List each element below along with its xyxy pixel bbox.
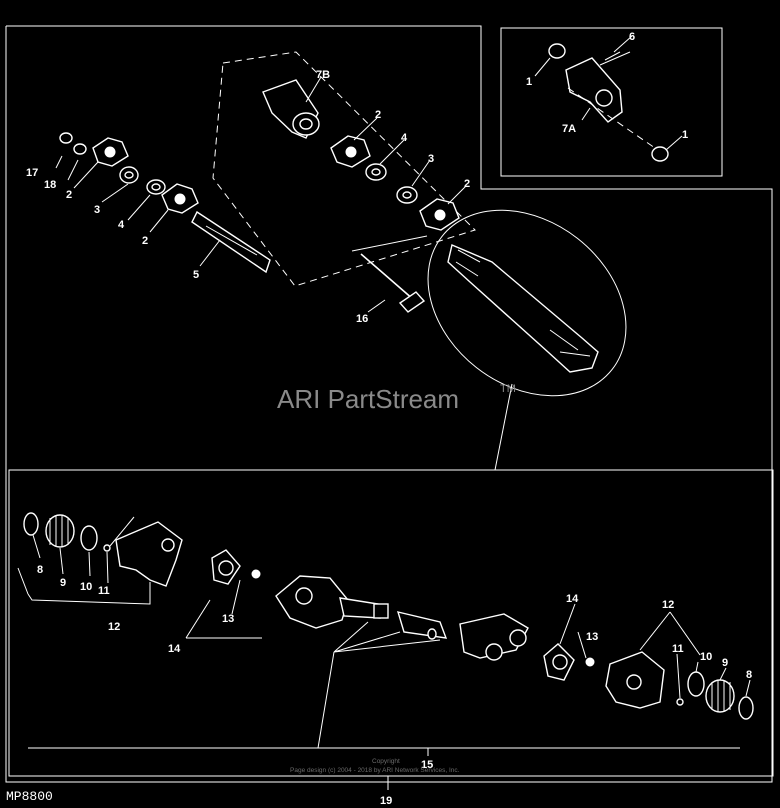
- bearing-stack-center: [262, 79, 460, 231]
- callout-2-lower: 2: [142, 235, 148, 247]
- callout-3-center: 3: [428, 153, 434, 165]
- callout-4-center: 4: [401, 132, 408, 144]
- copyright-notice: Page design (c) 2004 - 2018 by ARI Netwo…: [290, 767, 460, 774]
- callout-6: 6: [629, 31, 635, 43]
- bearing-stack-left: [59, 132, 271, 274]
- callout-7a: 7A: [562, 123, 576, 135]
- u-joint-left: [185, 549, 262, 639]
- callout-5: 5: [193, 269, 199, 281]
- watermark: ARI PartStream TM: [277, 383, 516, 414]
- callout-2-center: 2: [375, 109, 381, 121]
- callout-11-left: 11: [98, 585, 110, 597]
- callout-1-inset-right: 1: [682, 129, 688, 141]
- callout-13-left: 13: [222, 613, 234, 625]
- bolt-16: [351, 235, 428, 313]
- callout-13-right: 13: [586, 631, 598, 643]
- callout-7b: 7B: [316, 69, 330, 81]
- callout-3-left: 3: [94, 204, 100, 216]
- copyright-label: Copyright: [372, 758, 400, 765]
- callout-9-right: 9: [722, 657, 728, 669]
- callout-9-left: 9: [60, 577, 66, 589]
- callout-8-right: 8: [746, 669, 752, 681]
- bottom-left-yoke-group: [17, 512, 183, 605]
- callout-4-left: 4: [118, 219, 125, 231]
- callout-2-left: 2: [66, 189, 72, 201]
- callout-16: 16: [356, 313, 368, 325]
- shaft-detail-ellipse: [427, 209, 627, 471]
- callout-1-inset-left: 1: [526, 76, 532, 88]
- bottom-right-yoke-group: [543, 611, 754, 720]
- watermark-brand: ARI PartStream: [277, 384, 459, 414]
- callout-19: 19: [380, 795, 392, 807]
- diagram-code: MP8800: [6, 789, 53, 804]
- callout-10-right: 10: [700, 651, 712, 663]
- callout-labels: 1 1 6 7A 7B 2 4 3 2 17 18 2 3 4 2 5 16 8…: [26, 31, 752, 807]
- callout-10-left: 10: [80, 581, 92, 593]
- callout-leaders: [28, 35, 751, 790]
- callout-11-right: 11: [672, 643, 684, 655]
- callout-2-right: 2: [464, 178, 470, 190]
- callout-8-left: 8: [37, 564, 43, 576]
- callout-14-right: 14: [566, 593, 579, 605]
- callout-12-left: 12: [108, 621, 120, 633]
- callout-12-right: 12: [662, 599, 674, 611]
- telescoping-shaft: [275, 575, 529, 749]
- callout-14-left: 14: [168, 643, 181, 655]
- assembly-dashed-outline: [212, 51, 476, 287]
- callout-15: 15: [421, 759, 433, 771]
- callout-18: 18: [44, 179, 56, 191]
- watermark-trademark: TM: [500, 383, 516, 395]
- diagram-frames: [5, 25, 774, 783]
- inset-flange-assembly: [548, 43, 669, 162]
- callout-17: 17: [26, 167, 38, 179]
